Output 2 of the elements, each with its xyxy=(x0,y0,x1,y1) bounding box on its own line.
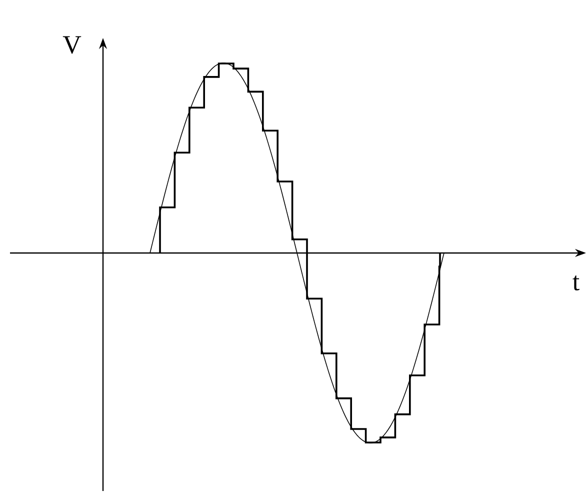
axis-label: V xyxy=(62,36,82,54)
axis-label: t xyxy=(572,276,580,290)
